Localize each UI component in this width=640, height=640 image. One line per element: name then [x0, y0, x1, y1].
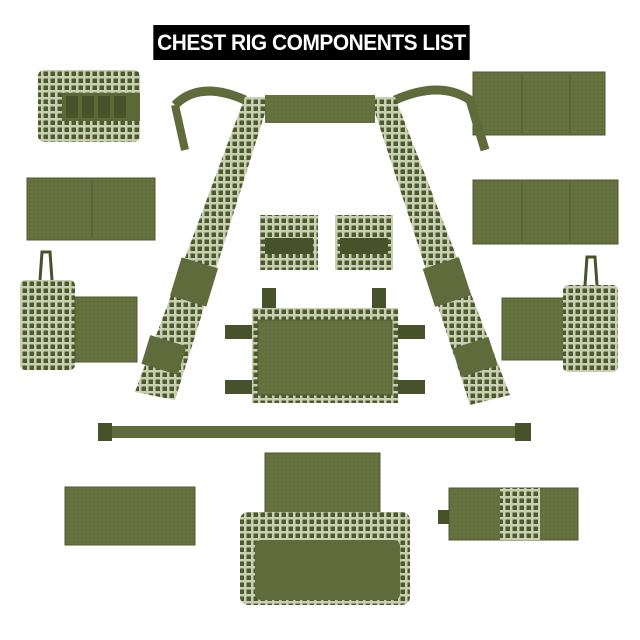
shingle-panel-top-left: [38, 70, 140, 142]
belt-strap: [98, 423, 531, 441]
image-title: CHEST RIG COMPONENTS LIST: [153, 25, 470, 60]
velcro-panel-right: [472, 179, 619, 245]
harness: [135, 85, 510, 405]
pouch-right: [501, 255, 618, 372]
admin-pad-left: [260, 215, 318, 270]
dump-pouch-bottom: [240, 452, 410, 605]
pouch-left: [20, 250, 138, 370]
chest-rig-placard: [225, 288, 425, 403]
velcro-panel-bottom-right: [438, 487, 579, 541]
admin-pad-right: [335, 215, 393, 270]
velcro-panel-bottom-left: [64, 486, 196, 546]
velcro-panel-top-right: [472, 71, 606, 136]
velcro-panel-left: [26, 177, 156, 241]
